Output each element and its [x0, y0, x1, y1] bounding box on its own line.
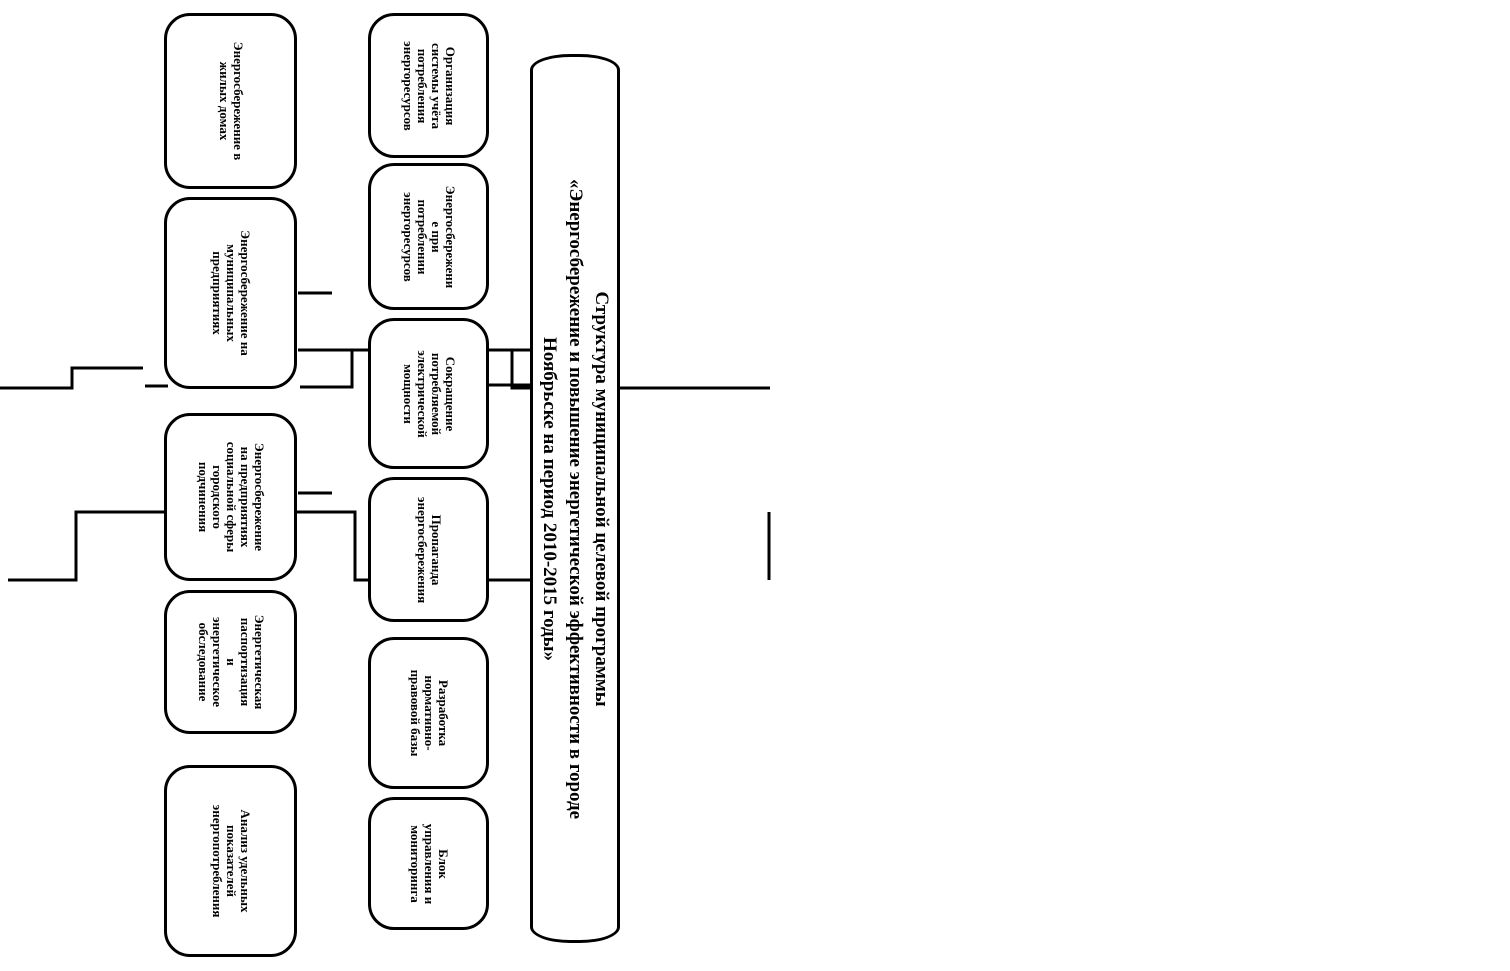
block-label: Энергосбережение на предприятиях социаль… [195, 441, 267, 553]
connector-line [0, 366, 143, 390]
block-label: Энергосбережени е при потреблении энерго… [400, 185, 458, 288]
block-specific-indicators: Анализ удельных показателей энергопотреб… [164, 765, 297, 957]
block-label: Анализ удельных показателей энергопотреб… [209, 804, 253, 918]
program-title: Структура муниципальной целевой программ… [539, 178, 612, 819]
block-label: Энергетическая паспортизация и энергетич… [195, 614, 267, 710]
block-municipal-enterprises: Энергосбережение на муниципальных предпр… [164, 197, 297, 389]
block-accounting-system: Организация системы учёта потребления эн… [368, 13, 489, 158]
block-social-sphere: Энергосбережение на предприятиях социаль… [164, 413, 297, 581]
block-label: Блок управления и мониторинга [407, 823, 451, 904]
program-title-box: Структура муниципальной целевой программ… [530, 54, 620, 943]
block-management-monitoring: Блок управления и мониторинга [368, 797, 489, 930]
block-label: Энергосбережение в жилых домах [216, 41, 246, 161]
block-label: Энергосбережение на муниципальных предпр… [209, 230, 253, 356]
block-residential-buildings: Энергосбережение в жилых домах [164, 13, 297, 189]
connector-line [300, 350, 354, 389]
block-power-reduction: Сокращение потребляемой электрической мо… [368, 318, 489, 469]
block-energy-passport: Энергетическая паспортизация и энергетич… [164, 590, 297, 734]
block-label: Пропаганда энергосбережения [414, 496, 444, 603]
block-label: Организация системы учёта потребления эн… [400, 40, 458, 131]
block-propaganda: Пропаганда энергосбережения [368, 477, 489, 622]
block-consumption-saving: Энергосбережени е при потреблении энерго… [368, 163, 489, 310]
block-label: Сокращение потребляемой электрической мо… [400, 349, 458, 438]
block-label: Разработка нормативно- правовой базы [407, 669, 451, 757]
block-regulatory-base: Разработка нормативно- правовой базы [368, 637, 489, 789]
